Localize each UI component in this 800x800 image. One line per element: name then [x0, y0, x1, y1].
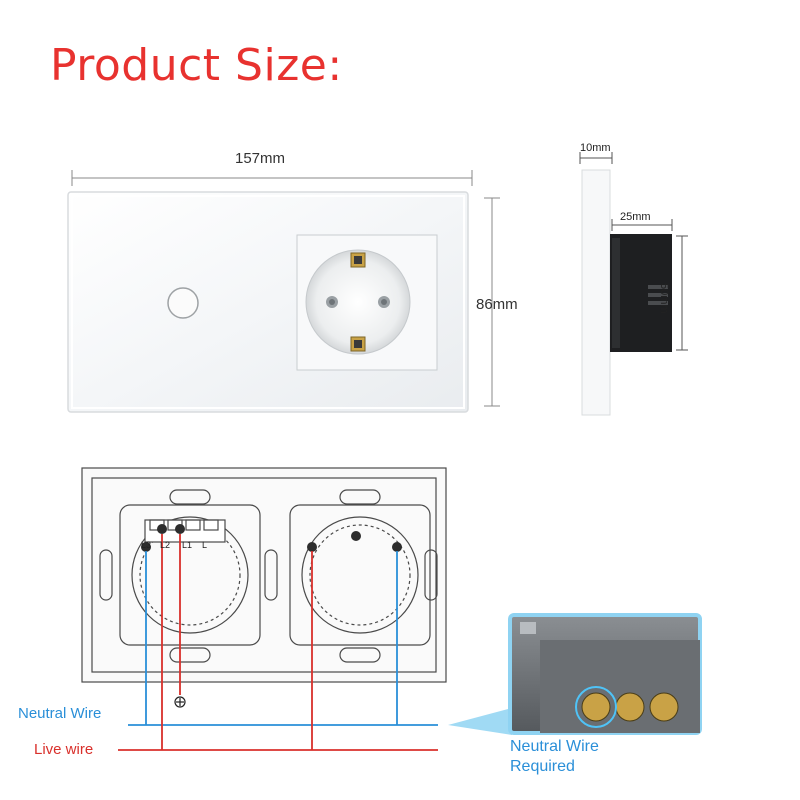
back-wiring-diagram: [81, 467, 447, 708]
live-wire-label: Live wire: [34, 741, 94, 758]
neutral-terminal-photo: [448, 613, 702, 735]
width-dimension-label: 157mm: [235, 150, 286, 167]
plate-depth-label: 10mm: [580, 142, 611, 154]
neutral-required-callout: Neutral Wire Required: [510, 737, 599, 777]
terminal-label-l2: L2: [160, 540, 171, 550]
callout-line-1: Neutral Wire: [510, 738, 599, 755]
neutral-wires: [128, 551, 438, 726]
callout-line-2: Required: [510, 758, 575, 775]
terminal-label-l3: L3: [141, 540, 152, 550]
module-height-label: 50mm: [658, 283, 670, 314]
page-title: Product Size:: [50, 40, 343, 91]
side-view: [579, 152, 688, 416]
module-depth-label: 25mm: [620, 211, 651, 223]
terminal-label-l1: L1: [182, 540, 193, 550]
front-panel: [67, 170, 500, 413]
live-wires: [118, 534, 438, 751]
touch-button-icon: [167, 287, 199, 319]
terminal-label-l: L: [202, 540, 208, 550]
neutral-wire-label: Neutral Wire: [18, 705, 102, 722]
socket-icon: [305, 249, 411, 355]
height-dimension-label: 86mm: [476, 296, 518, 313]
